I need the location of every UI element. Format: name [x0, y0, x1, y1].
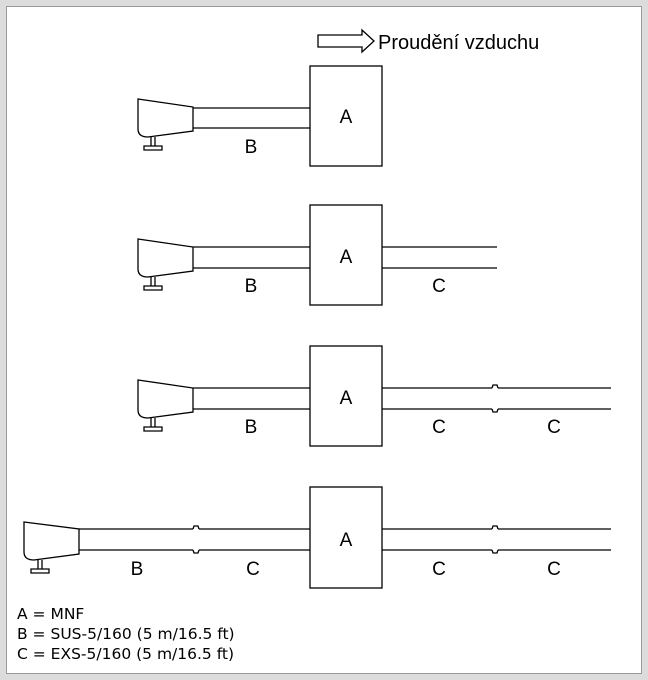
legend-item-c: C = EXS-5/160 (5 m/16.5 ft): [17, 645, 235, 663]
diagram-frame: Proudění vzduchu A B A B C: [6, 6, 642, 674]
hose-c-label: C: [432, 559, 446, 580]
hose-coupling: [192, 525, 200, 554]
nozzle-icon: [23, 521, 80, 561]
unit-a-label: A: [340, 247, 353, 268]
hose-b: [193, 107, 310, 129]
configuration-row-4: [23, 486, 611, 589]
unit-a-box: [309, 204, 383, 306]
nozzle-icon: [137, 238, 194, 278]
nozzle-icon: [137, 98, 194, 138]
hose-c: [382, 246, 497, 269]
hose-c: [199, 528, 310, 551]
hose-b: [193, 387, 310, 410]
legend-item-a: A = MNF: [17, 605, 85, 623]
hose-coupling: [491, 384, 499, 413]
hose-c-label: C: [432, 276, 446, 297]
hose-b: [79, 528, 193, 551]
hose-b-label: B: [245, 137, 258, 158]
hose-c: [382, 528, 492, 551]
hose-b-label: B: [245, 417, 258, 438]
unit-a-box: [309, 345, 383, 447]
unit-a-box: [309, 486, 383, 589]
hose-c: [382, 387, 492, 410]
hose-coupling: [491, 525, 499, 554]
hose-c-label: C: [246, 559, 260, 580]
unit-a-label: A: [340, 107, 353, 128]
hose-c: [498, 528, 611, 551]
airflow-diagram: Proudění vzduchu A B A B C: [23, 28, 611, 589]
legend-item-b: B = SUS-5/160 (5 m/16.5 ft): [17, 625, 235, 643]
hose-c-label: C: [547, 417, 561, 438]
unit-a-label: A: [340, 388, 353, 409]
nozzle-icon: [137, 379, 194, 419]
unit-a-label: A: [340, 530, 353, 551]
nozzle-stand-icon: [30, 560, 50, 574]
nozzle-stand-icon: [143, 137, 163, 151]
configuration-row-2: [137, 204, 497, 306]
legend: A = MNF B = SUS-5/160 (5 m/16.5 ft) C = …: [17, 604, 235, 664]
nozzle-stand-icon: [143, 418, 163, 432]
hose-c: [498, 387, 611, 410]
hose-b-label: B: [131, 559, 144, 580]
hose-b-label: B: [245, 276, 258, 297]
hose-b: [193, 246, 310, 269]
flow-label: Proudění vzduchu: [378, 32, 539, 54]
configuration-row-3: [137, 345, 611, 447]
configuration-row-1: [137, 65, 383, 167]
unit-a-box: [309, 65, 383, 167]
flow-arrow-icon: [317, 28, 375, 54]
hose-c-label: C: [547, 559, 561, 580]
nozzle-stand-icon: [143, 277, 163, 291]
hose-c-label: C: [432, 417, 446, 438]
